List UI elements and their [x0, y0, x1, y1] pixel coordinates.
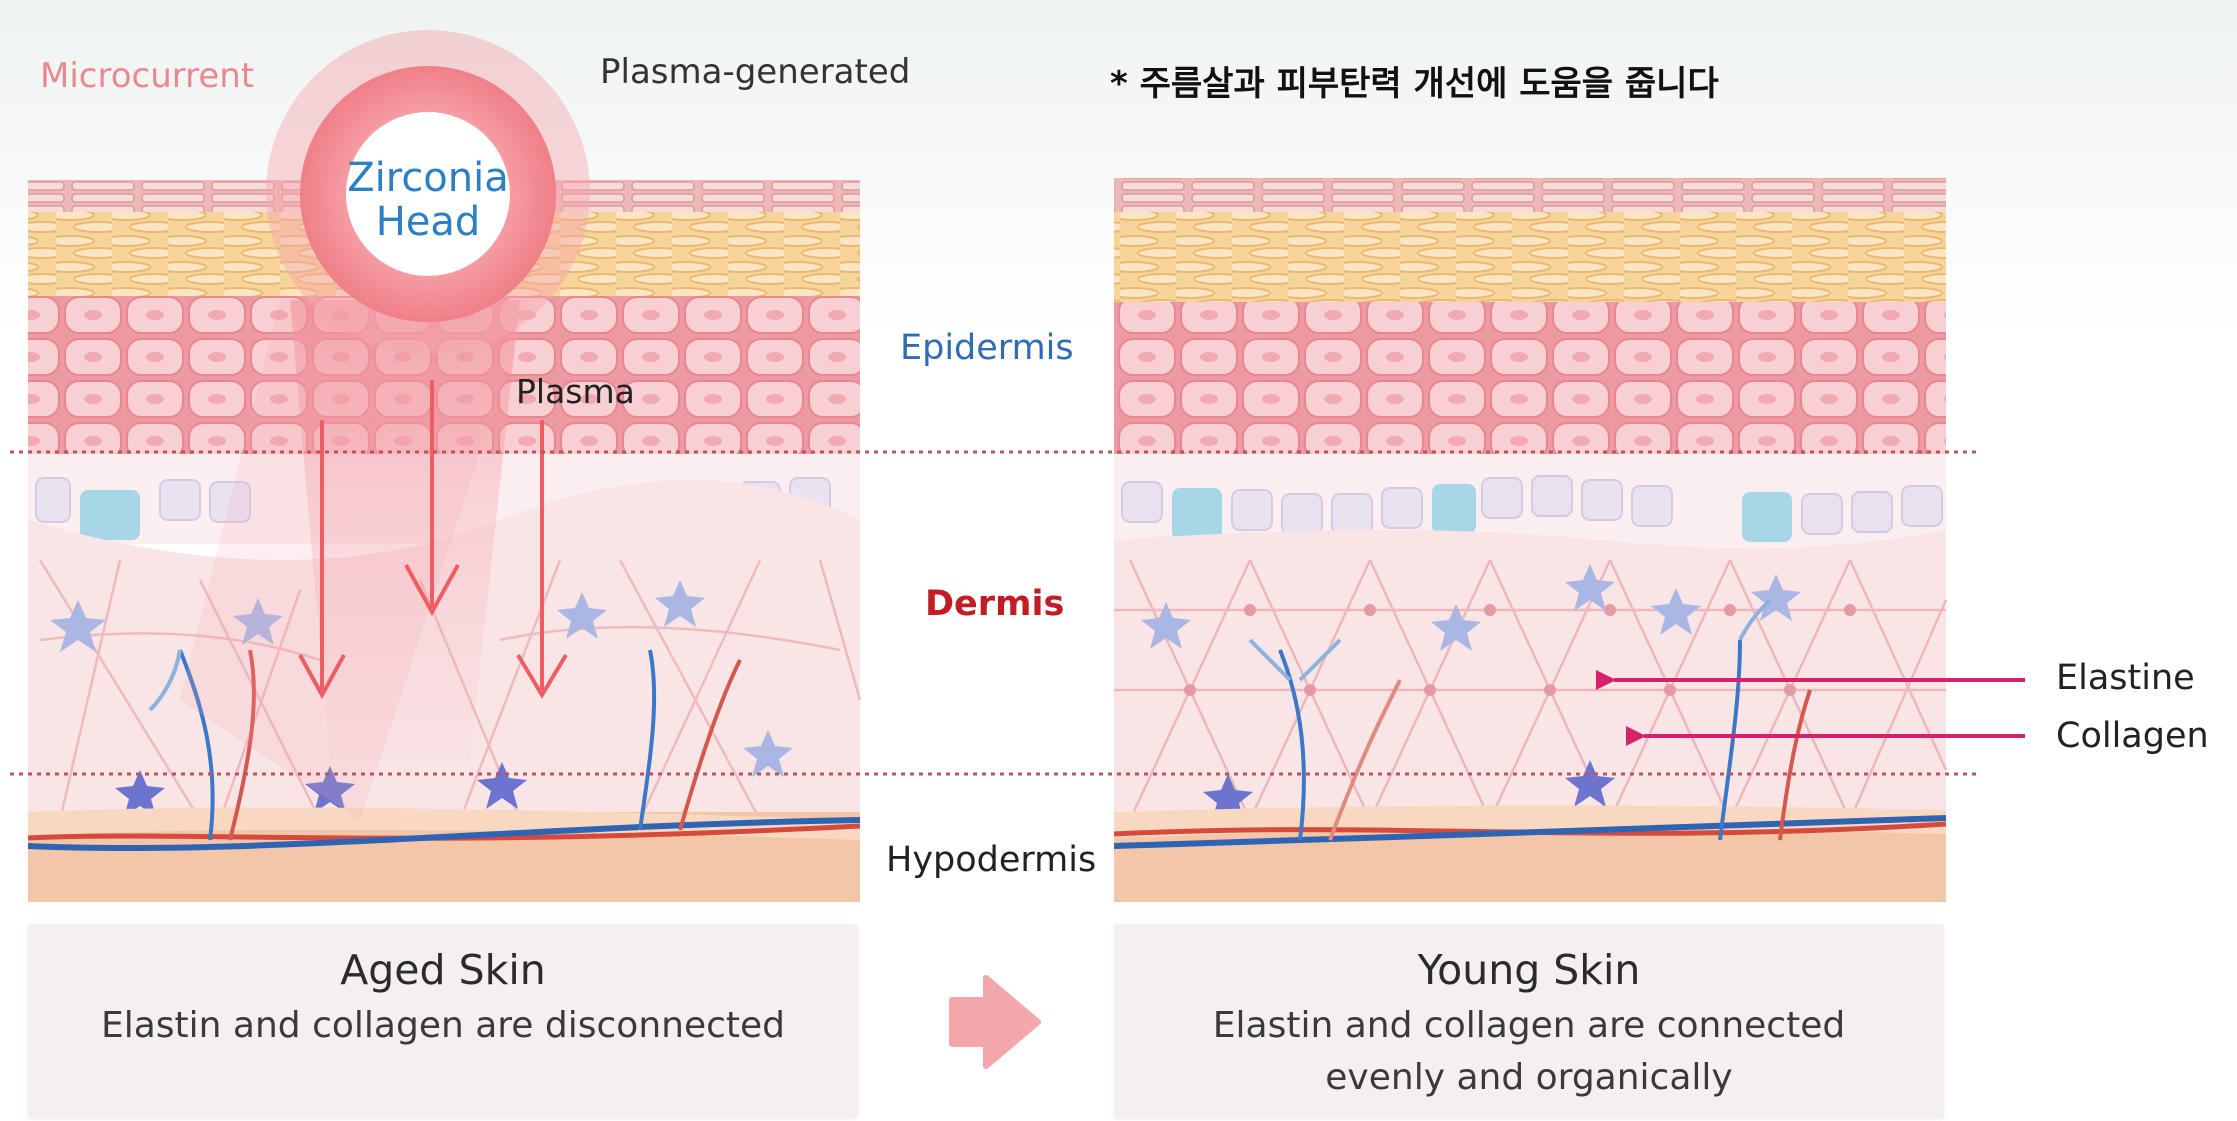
aged-skin-title: Aged Skin	[28, 946, 858, 994]
aged-skin-description: Elastin and collagen are disconnected	[28, 1000, 858, 1052]
hypodermis-label: Hypodermis	[886, 840, 1096, 880]
korean-benefit-note: * 주름살과 피부탄력 개선에 도움을 줍니다	[1110, 56, 1719, 105]
epidermis-label: Epidermis	[900, 328, 1074, 368]
right-arrow-icon	[952, 978, 1038, 1066]
zirconia-head-label: Zirconia Head	[330, 156, 526, 244]
plasma-generated-label: Plasma-generated	[600, 52, 910, 92]
zirconia-head-line1: Zirconia	[330, 156, 526, 200]
zirconia-head-line2: Head	[330, 200, 526, 244]
elastine-label: Elastine	[2056, 658, 2195, 698]
young-skin-title: Young Skin	[1114, 946, 1944, 994]
microcurrent-label: Microcurrent	[40, 56, 254, 96]
young-skin-description-line1: Elastin and collagen are connected	[1114, 1000, 1944, 1052]
young-skin-description: Elastin and collagen are connected evenl…	[1114, 1000, 1944, 1104]
young-skin-description-line2: evenly and organically	[1114, 1052, 1944, 1104]
dermis-label: Dermis	[925, 584, 1064, 624]
aged-skin-caption: Aged Skin Elastin and collagen are disco…	[28, 924, 858, 1118]
collagen-label: Collagen	[2056, 716, 2209, 756]
young-skin-caption: Young Skin Elastin and collagen are conn…	[1114, 924, 1944, 1118]
plasma-label: Plasma	[516, 372, 635, 411]
young-skin-illustration	[1114, 178, 1946, 902]
